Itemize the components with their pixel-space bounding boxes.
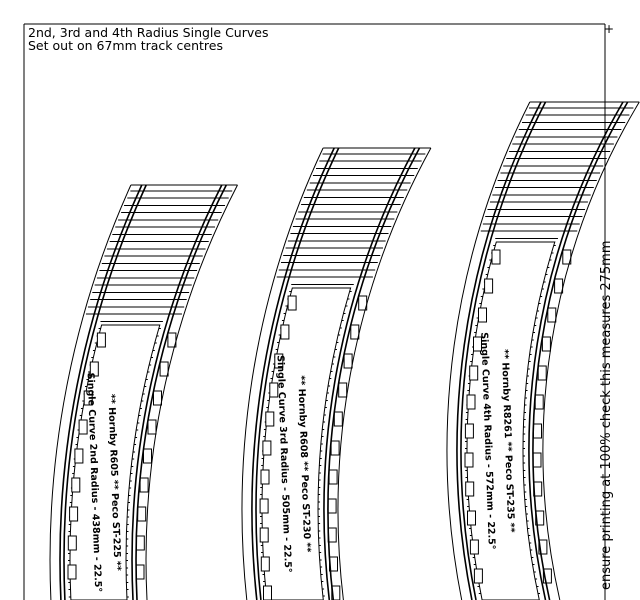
chair-slot — [464, 452, 474, 468]
chair-slot — [478, 307, 487, 323]
chair-slots — [259, 295, 368, 600]
rail-line — [255, 147, 340, 600]
chair-slot — [263, 585, 272, 600]
sheet-title: 2nd, 3rd and 4th Radius Single Curves Se… — [28, 26, 268, 52]
rail-line — [323, 147, 416, 600]
chair-slot — [466, 394, 476, 410]
template-edge — [446, 101, 531, 600]
chair-slot — [532, 452, 542, 468]
rail-line — [532, 101, 629, 600]
chair-slot — [547, 307, 557, 323]
chair-slot — [260, 556, 270, 572]
chair-slot — [71, 477, 81, 493]
rail-line — [251, 147, 335, 600]
chair-slot — [265, 411, 275, 427]
chair-slot — [96, 332, 106, 348]
chair-slot — [473, 568, 483, 584]
chair-slot — [259, 527, 269, 543]
chair-slot — [467, 510, 476, 526]
chair-slot — [135, 564, 145, 580]
rail-line — [59, 184, 143, 600]
curve-template-r2: Single Curve 2nd Radius - 438mm - 22.5°*… — [49, 184, 238, 600]
label-panel — [261, 287, 352, 600]
rail-line — [456, 101, 542, 600]
chair-slot — [78, 419, 88, 435]
chair-slot — [262, 440, 272, 456]
chair-slot — [153, 390, 162, 406]
rails — [241, 147, 432, 600]
chair-slot — [338, 382, 348, 398]
chair-slot — [139, 477, 149, 493]
template-edge — [542, 101, 640, 600]
rail-line — [131, 184, 223, 600]
chair-slot — [260, 469, 270, 485]
curve-template-r4: Single Curve 4th Radius - 572mm - 22.5°*… — [446, 101, 640, 600]
rail-line — [528, 101, 624, 600]
curve-template-r3: Single Curve 3rd Radius - 505mm - 22.5°*… — [241, 147, 432, 600]
chair-slot — [343, 353, 353, 369]
chair-slot — [537, 365, 547, 381]
chair-slot — [274, 353, 284, 369]
title-line-1: 2nd, 3rd and 4th Radius Single Curves — [28, 25, 269, 40]
chair-slot — [464, 423, 474, 439]
chair-slot — [333, 411, 343, 427]
chair-slot — [350, 324, 360, 340]
chair-slot — [280, 324, 290, 340]
chair-slot — [328, 469, 338, 485]
chair-slot — [159, 361, 169, 377]
print-scale-note: ensure printing at 100% check this measu… — [599, 240, 614, 590]
chair-slot — [67, 564, 77, 580]
corner-registration-mark: + — [604, 22, 615, 36]
rail-line — [460, 101, 547, 600]
chair-slot — [491, 249, 501, 265]
chair-slot — [469, 365, 479, 381]
chair-slot — [469, 539, 479, 555]
chair-slot — [89, 361, 99, 377]
chair-slot — [69, 506, 79, 522]
chair-slot — [533, 423, 542, 439]
chair-slot — [534, 394, 544, 410]
chair-slot — [542, 568, 552, 584]
chair-slot — [269, 382, 279, 398]
template-edge — [241, 147, 324, 600]
chair-slot — [67, 535, 77, 551]
chair-slot — [74, 448, 84, 464]
chair-slot — [147, 419, 157, 435]
chair-slot — [541, 336, 551, 352]
template-edge — [49, 184, 132, 600]
template-edge — [145, 184, 238, 600]
chair-slot — [465, 481, 475, 497]
chair-slot — [137, 506, 147, 522]
chair-slot — [484, 278, 494, 294]
chair-slot — [330, 440, 340, 456]
track-templates: Single Curve 2nd Radius - 438mm - 22.5°*… — [49, 101, 640, 600]
chair-slots — [464, 249, 572, 584]
rail-line — [63, 184, 147, 600]
chair-slot — [473, 336, 482, 352]
page-border — [23, 23, 606, 600]
chair-slot — [327, 527, 337, 543]
rails — [49, 184, 238, 600]
chair-slot — [287, 295, 297, 311]
chair-slot — [135, 535, 145, 551]
chair-slot — [259, 498, 269, 514]
chair-slot — [327, 498, 337, 514]
template-edge — [337, 147, 432, 600]
chair-slot — [538, 539, 548, 555]
rail-line — [327, 147, 421, 600]
rail-line — [135, 184, 228, 600]
chair-slot — [83, 390, 93, 406]
chair-slot — [143, 448, 152, 464]
rails — [446, 101, 640, 600]
title-line-2: Set out on 67mm track centres — [28, 38, 223, 53]
